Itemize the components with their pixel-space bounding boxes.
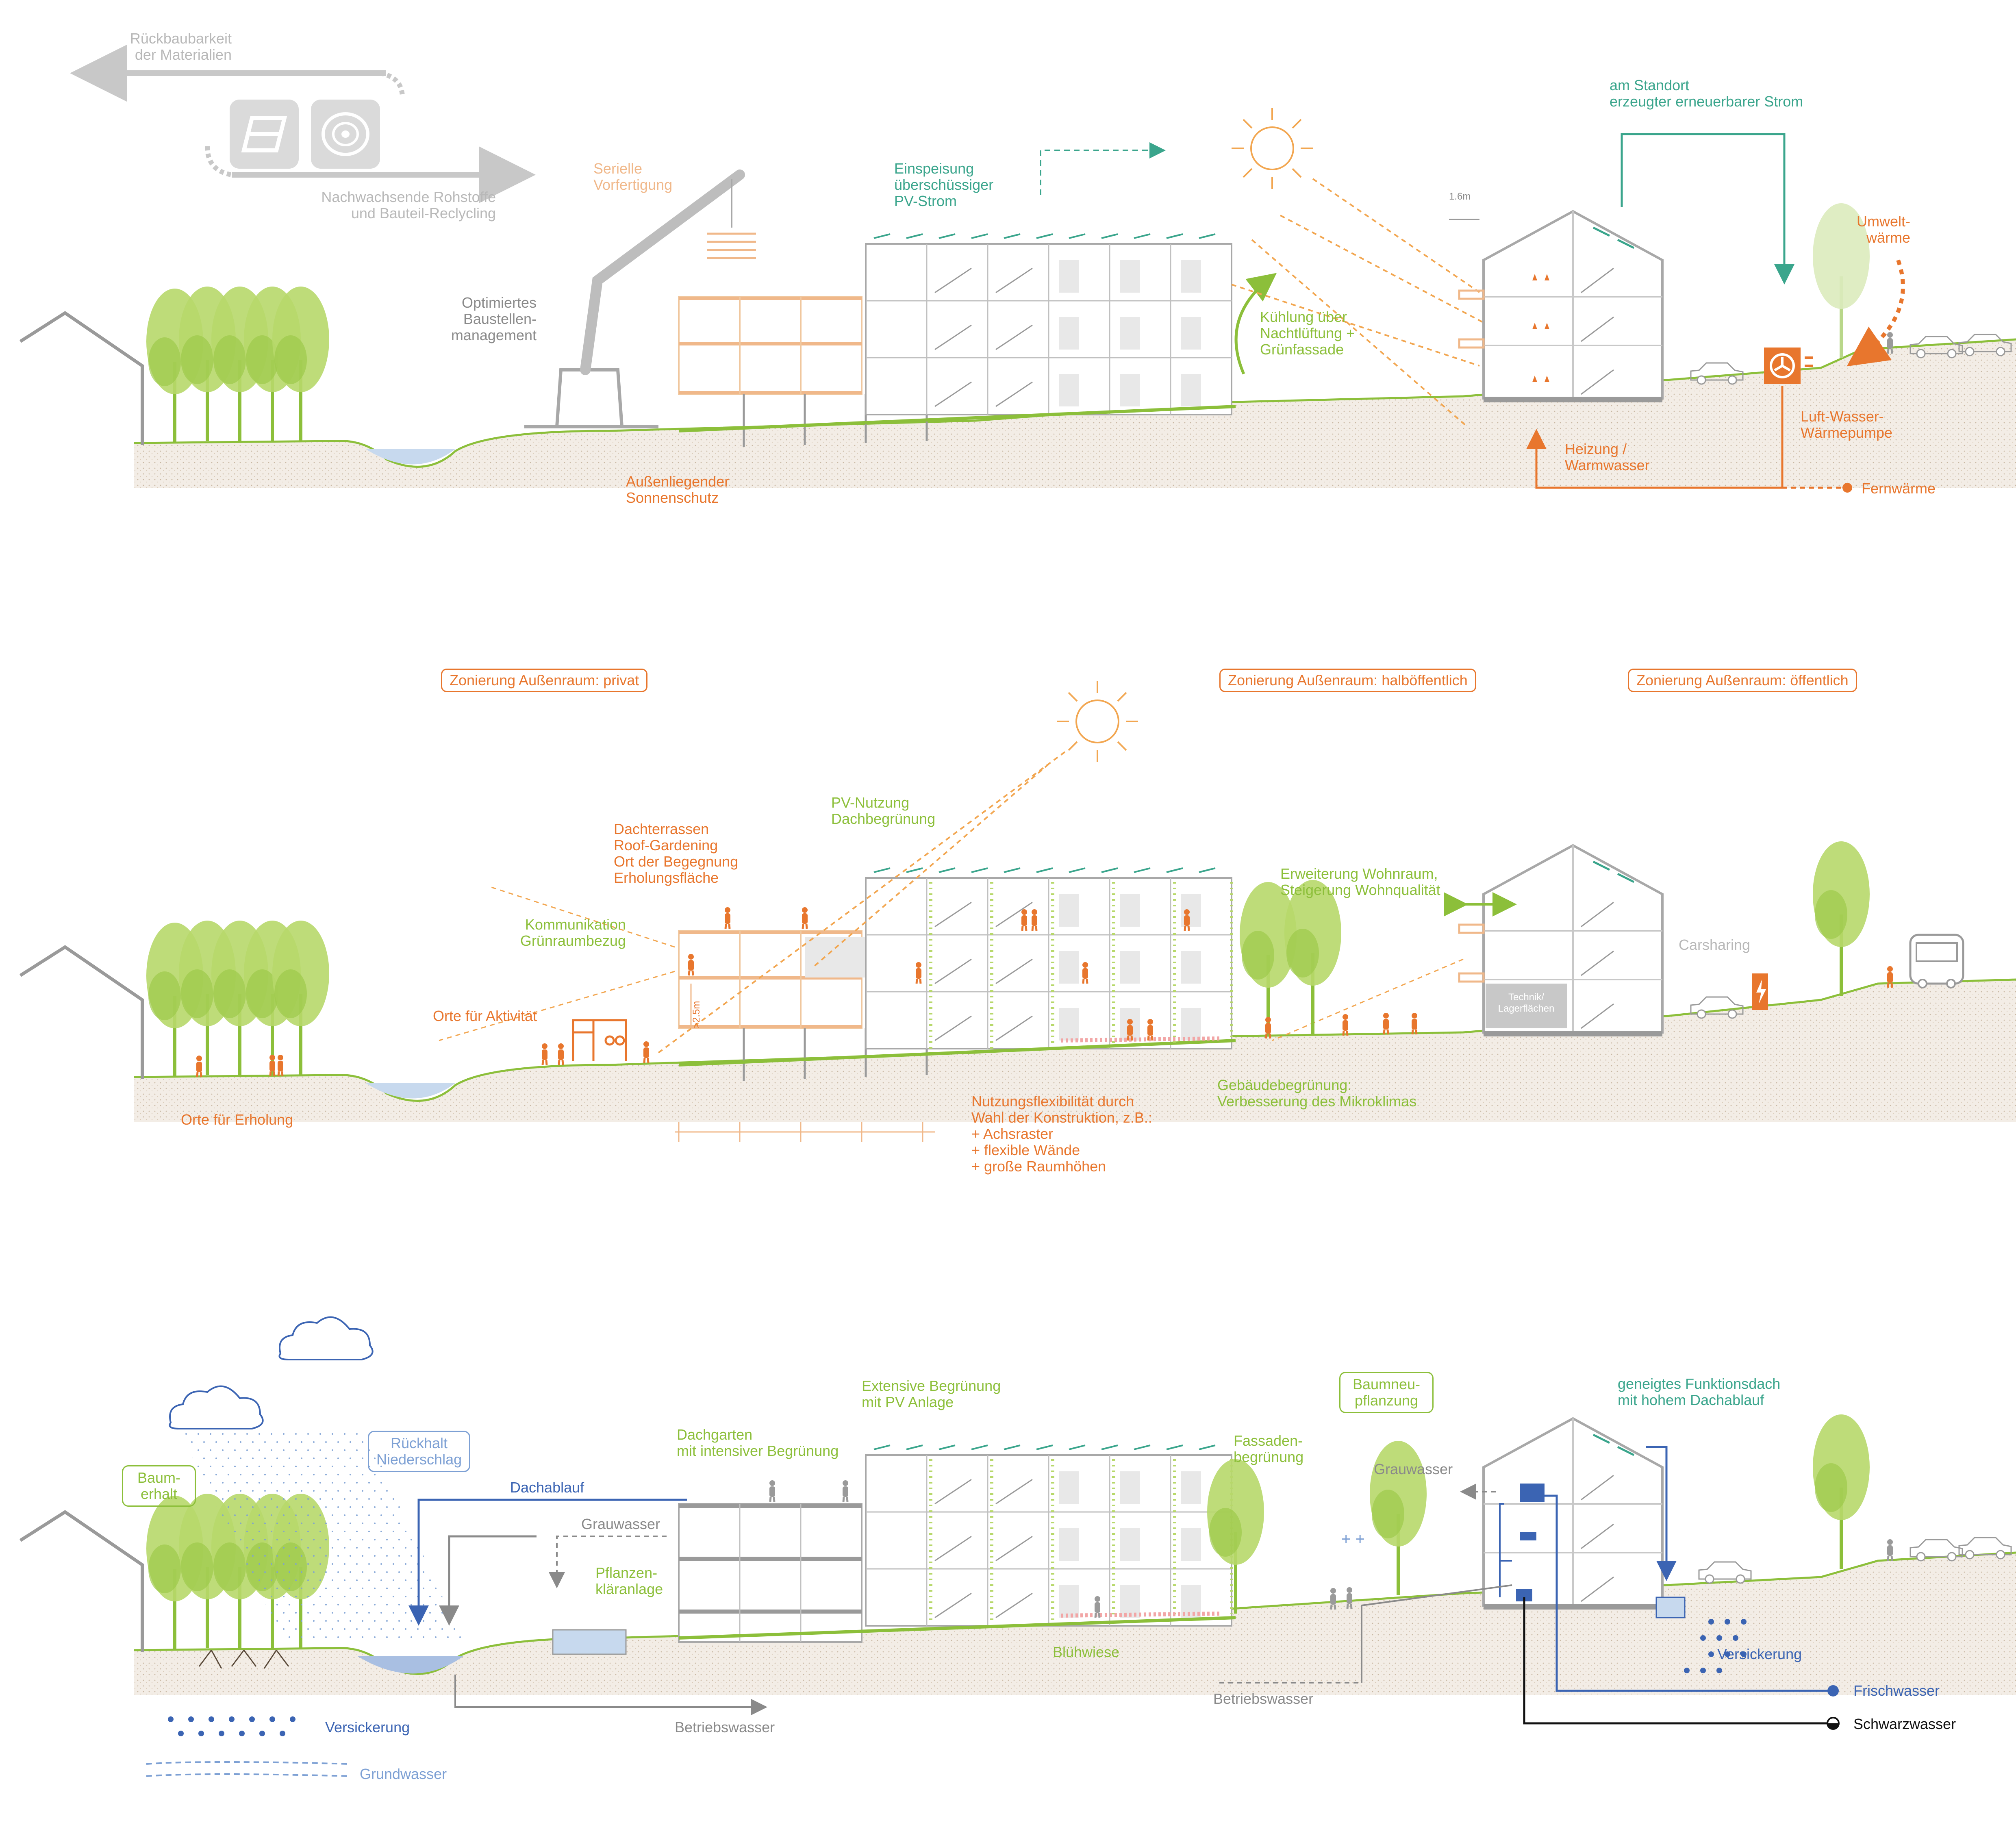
sun-icon [1231,107,1314,190]
label-versickerung-links: Versickerung [325,1719,410,1736]
person-icon [843,1480,848,1502]
label-rueckbaubarkeit: Rückbaubarkeit der Materialien [130,30,232,63]
person-icon [802,907,808,929]
label-dachablauf: Dachablauf [510,1479,584,1496]
label-standort-strom: am Standort erzeugter erneuerbarer Strom [1610,77,1803,110]
label-heizung-warmwasser: Heizung / Warmwasser [1565,441,1650,474]
tag-baumerhalt: Baum- erhalt [122,1465,196,1507]
label-technik-lagerflaechen: Technik/ Lagerflächen [1498,992,1555,1014]
panel-water: + + [19,1316,2016,1777]
label-pflanzenklaeranlage: Pflanzen- kläranlage [595,1564,663,1597]
label-bluehwiese: Blühwiese [1053,1644,1120,1660]
panel-energy-material [19,45,2016,493]
tree-icon [1284,880,1341,1034]
label-grauwasser-rechts: Grauwasser [1374,1461,1453,1477]
steel-beam-icon [230,100,299,169]
label-dachterrassen: Dachterrassen Roof-Gardening Ort der Beg… [614,821,739,886]
label-grundwasser: Grundwasser [360,1766,447,1782]
label-erweiterung-wohnraum: Erweiterung Wohnraum, Steigerung Wohnqua… [1280,865,1440,898]
person-icon [1343,1014,1348,1036]
tag-zonierung-halboeffentlich: Zonierung Außenraum: halböffentlich [1219,669,1476,692]
tag-rueckhalt-niederschlag: Rückhalt Niederschlag [368,1431,470,1472]
label-serielle-vorfertigung: Serielle Vorfertigung [593,160,673,193]
label-fernwaerme: Fernwärme [1862,480,1936,497]
sun-icon [1056,680,1139,763]
label-betriebswasser-links: Betriebswasser [675,1719,775,1736]
person-icon [769,1480,775,1502]
crane-icon [524,169,756,428]
label-orte-erholung: Orte für Erholung [181,1111,293,1128]
label-extensive-begruenung: Extensive Begrünung mit PV Anlage [862,1377,1001,1410]
label-gebaeudebegruenung: Gebäudebegrünung: Verbesserung des Mikro… [1217,1077,1417,1110]
timber-log-icon [311,100,380,169]
label-sonnenschutz: Außenliegender Sonnenschutz [626,473,730,506]
tree-icon [272,287,329,441]
sparkle-icon: + + [1341,1530,1365,1548]
label-carsharing: Carsharing [1679,936,1751,953]
label-funktionsdach: geneigtes Funktionsdach mit hohem Dachab… [1618,1375,1781,1408]
label-frischwasser: Frischwasser [1853,1682,1940,1699]
label-dimension-1-6m: 1.6m [1449,191,1471,202]
person-icon [1887,1539,1893,1561]
cloud-icon [169,1385,264,1429]
label-baustellenmanagement: Optimiertes Baustellen- management [451,294,537,343]
label-raumhoehe: >2.5m [691,1001,702,1028]
label-orte-aktivitaet: Orte für Aktivität [433,1008,537,1024]
label-schwarzwasser: Schwarzwasser [1853,1716,1956,1732]
label-grauwasser-links: Grauwasser [581,1516,660,1532]
label-nachwachsende-rohstoffe: Nachwachsende Rohstoffe und Bauteil-Recl… [321,189,496,222]
charging-station-icon [1752,973,1768,1010]
car-icon [1698,1561,1752,1584]
label-kommunikation: Kommunikation Grünraumbezug [520,916,626,949]
label-waermepumpe: Luft-Wasser- Wärmepumpe [1801,408,1893,441]
person-icon [725,907,730,929]
label-kuehlung: Kühlung über Nachtlüftung + Grünfassade [1260,308,1355,358]
label-pv-nutzung: PV-Nutzung Dachbegrünung [831,794,936,827]
tree-icon [1813,841,1870,996]
tag-baumneupflanzung: Baumneu- pflanzung [1339,1372,1434,1413]
label-fassadenbegruenung: Fassaden- begrünung [1234,1432,1304,1465]
label-nutzungsflexibilitaet: Nutzungsflexibilität durch Wahl der Kons… [971,1093,1152,1175]
heat-pump-icon [1764,348,1801,384]
label-umweltwaerme: Umwelt- wärme [1857,213,1910,246]
person-icon [643,1041,649,1063]
person-icon [1383,1013,1389,1034]
person-icon [1412,1013,1417,1034]
cloud-icon [278,1316,374,1360]
panel-social-space [19,680,2016,1142]
label-versickerung-rechts: Versickerung [1717,1646,1802,1662]
label-einspeisung: Einspeisung überschüssiger PV-Strom [894,160,994,209]
tree-icon [272,921,329,1075]
person-icon [558,1043,564,1065]
tree-icon [1813,1414,1870,1569]
person-icon [278,1055,283,1076]
tag-zonierung-oeffentlich: Zonierung Außenraum: öffentlich [1628,669,1857,692]
person-icon [542,1043,547,1065]
person-icon [196,1056,202,1077]
label-dachgarten: Dachgarten mit intensiver Begrünung [677,1426,839,1459]
bus-icon [1909,934,1964,988]
label-betriebswasser-rechts: Betriebswasser [1213,1690,1314,1707]
tag-zonierung-privat: Zonierung Außenraum: privat [441,669,648,692]
